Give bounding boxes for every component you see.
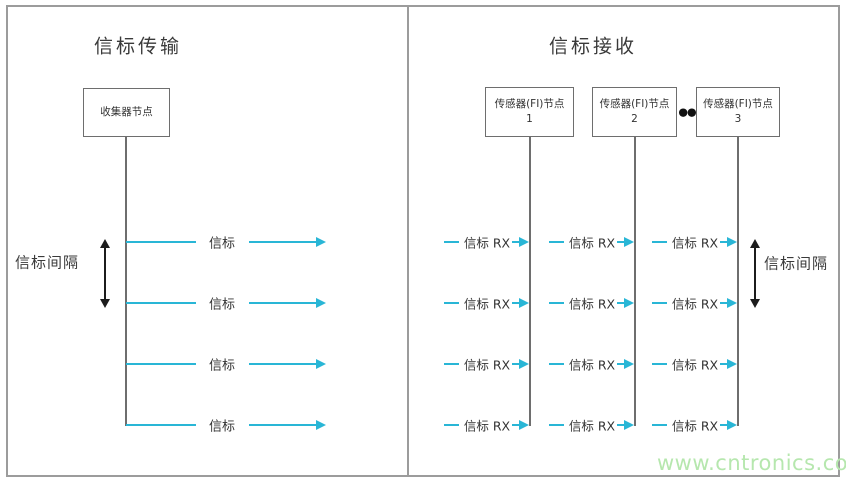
rx-dash [444, 424, 459, 426]
rx-arrow-line [720, 241, 727, 243]
collector-node-box: 收集器节点 [83, 88, 170, 137]
arrowhead-right-icon [316, 359, 326, 369]
beacon-label: 信标 [208, 358, 236, 374]
beacon-interval-label-right: 信标间隔 [763, 254, 829, 273]
beacon-rx-label: 信标 RX [463, 357, 511, 373]
arrowhead-right-icon [624, 298, 634, 308]
left-panel-title: 信标传输 [93, 35, 183, 58]
sensor-timeline-3 [737, 137, 739, 426]
beacon-rx-label: 信标 RX [568, 296, 616, 312]
right-panel-title: 信标接收 [548, 35, 638, 58]
sensor-timeline-1 [529, 137, 531, 426]
sensor-node-label: 传感器(FI)节点 [599, 98, 670, 111]
beacon-rx-label: 信标 RX [671, 235, 719, 251]
beacon-arrow-line [249, 241, 316, 243]
beacon-rx-label: 信标 RX [568, 418, 616, 434]
beacon-line [126, 302, 196, 304]
beacon-line [126, 241, 196, 243]
arrowhead-right-icon [316, 298, 326, 308]
beacon-rx-label: 信标 RX [568, 357, 616, 373]
beacon-rx-label: 信标 RX [463, 235, 511, 251]
rx-arrow-line [720, 363, 727, 365]
rx-dash [652, 241, 667, 243]
panel-divider [407, 5, 409, 477]
beacon-arrow-line [249, 302, 316, 304]
beacon-label: 信标 [208, 236, 236, 252]
rx-arrow-line [720, 424, 727, 426]
more-nodes-ellipsis-icon: ●● [678, 105, 696, 119]
arrowhead-right-icon [727, 420, 737, 430]
beacon-rx-label: 信标 RX [671, 357, 719, 373]
rx-arrow-line [720, 302, 727, 304]
rx-dash [444, 241, 459, 243]
sensor-node-label: 传感器(FI)节点 [494, 98, 565, 111]
rx-dash [652, 424, 667, 426]
rx-dash [549, 424, 564, 426]
arrowhead-right-icon [727, 359, 737, 369]
beacon-line [126, 424, 196, 426]
interval-arrow-down-icon [100, 299, 110, 308]
arrowhead-right-icon [316, 237, 326, 247]
arrowhead-right-icon [727, 298, 737, 308]
rx-arrow-line [512, 241, 519, 243]
interval-arrow-line [754, 247, 756, 300]
arrowhead-right-icon [727, 237, 737, 247]
beacon-label: 信标 [208, 297, 236, 313]
rx-dash [652, 302, 667, 304]
beacon-arrow-line [249, 363, 316, 365]
watermark: www.cntronics.com [657, 451, 846, 475]
interval-arrow-down-icon [750, 299, 760, 308]
arrowhead-right-icon [624, 359, 634, 369]
arrowhead-right-icon [519, 420, 529, 430]
arrowhead-right-icon [624, 420, 634, 430]
interval-arrow-up-icon [100, 239, 110, 248]
sensor-node-label: 传感器(FI)节点 [703, 98, 773, 111]
interval-arrow-up-icon [750, 239, 760, 248]
beacon-rx-label: 信标 RX [463, 296, 511, 312]
beacon-line [126, 363, 196, 365]
rx-arrow-line [617, 424, 624, 426]
collector-node-label: 收集器节点 [100, 106, 153, 119]
beacon-rx-label: 信标 RX [671, 418, 719, 434]
rx-dash [549, 241, 564, 243]
rx-dash [444, 363, 459, 365]
arrowhead-right-icon [519, 237, 529, 247]
sensor-node-box-1: 传感器(FI)节点 1 [485, 87, 574, 137]
rx-arrow-line [617, 363, 624, 365]
arrowhead-right-icon [624, 237, 634, 247]
arrowhead-right-icon [316, 420, 326, 430]
beacon-interval-label-left: 信标间隔 [14, 253, 80, 272]
arrowhead-right-icon [519, 359, 529, 369]
rx-dash [549, 302, 564, 304]
sensor-timeline-2 [634, 137, 636, 426]
rx-arrow-line [617, 302, 624, 304]
rx-dash [444, 302, 459, 304]
sensor-node-number: 3 [734, 113, 742, 125]
rx-arrow-line [512, 363, 519, 365]
sensor-node-box-3: 传感器(FI)节点 3 [696, 87, 780, 137]
rx-arrow-line [512, 424, 519, 426]
rx-dash [549, 363, 564, 365]
arrowhead-right-icon [519, 298, 529, 308]
sensor-node-number: 1 [526, 113, 533, 125]
beacon-label: 信标 [208, 419, 236, 435]
sensor-node-box-2: 传感器(FI)节点 2 [592, 87, 677, 137]
rx-arrow-line [512, 302, 519, 304]
beacon-rx-label: 信标 RX [568, 235, 616, 251]
beacon-rx-label: 信标 RX [463, 418, 511, 434]
sensor-node-number: 2 [631, 113, 638, 125]
interval-arrow-line [104, 247, 106, 300]
beacon-rx-label: 信标 RX [671, 296, 719, 312]
rx-arrow-line [617, 241, 624, 243]
rx-dash [652, 363, 667, 365]
beacon-arrow-line [249, 424, 316, 426]
collector-timeline [125, 137, 127, 426]
